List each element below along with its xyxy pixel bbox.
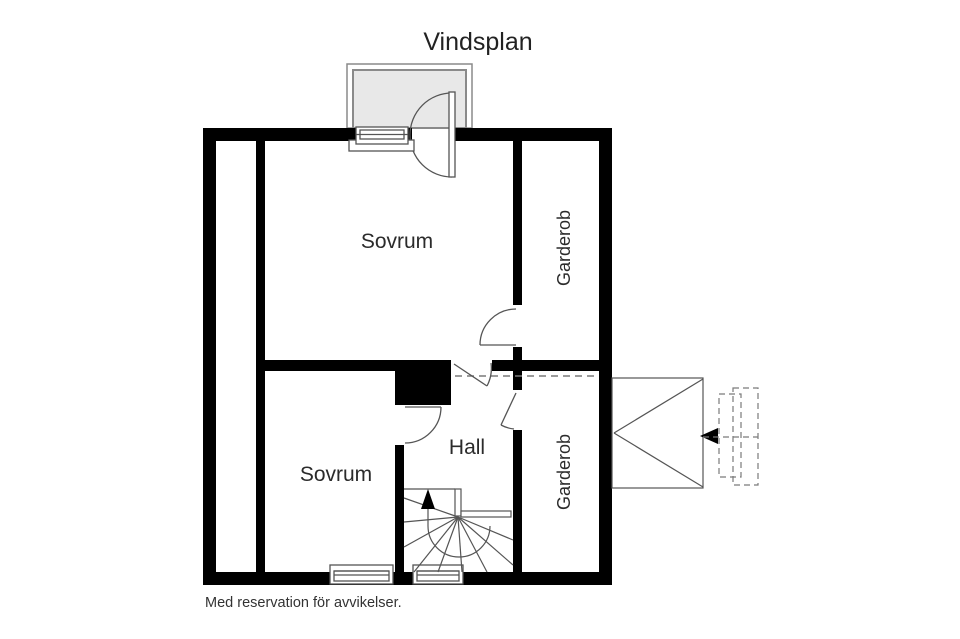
wall-left-strip [256,141,265,572]
wall-outer-left [203,128,216,585]
chimney-block [395,360,451,405]
stair-step [457,516,514,566]
wall-center-vertical-lower [513,430,522,572]
walls [203,128,612,585]
doors [404,91,517,444]
porch-roof-ridge-upper [613,378,704,434]
exterior-stairs-dashed [703,387,759,486]
wall-horizontal-left [265,360,396,371]
balcony-door-leaf [448,91,456,178]
door-lower-garderob-arc [500,424,515,430]
stair-walking-line [427,507,491,558]
door-lower-garderob-leaf [500,392,517,426]
room-label-hall: Hall [449,436,485,459]
stair-step [457,516,514,541]
stair-rail-horizontal [460,510,512,518]
stairs-direction-arrow-icon [421,489,435,509]
room-label-garderob-upper: Garderob [554,210,574,286]
stair-rail-vertical [454,488,462,517]
door-upper-garderob-arc [479,308,517,346]
windows [329,126,464,585]
exterior-stairs-outer [732,387,759,486]
room-label-sovrum-upper: Sovrum [361,230,433,253]
door-lower-sovrum-arc [404,406,442,444]
door-upper-sovrum-leaf [453,363,488,387]
wall-outer-right [599,128,612,585]
entrance-arrow-icon [700,428,718,444]
entrance-porch [611,377,759,489]
stair-step [403,516,459,523]
staircase [403,488,514,573]
porch-outline [611,377,704,489]
wall-top-right-segment [455,128,612,141]
window-bottom-left-inner [333,570,390,582]
stair-step [457,516,488,573]
exterior-stairs-inner [718,393,742,478]
stair-step [437,516,459,573]
stair-step [413,516,459,573]
disclaimer-text: Med reservation för avvikelser. [205,595,402,611]
wall-horizontal-right [492,360,599,371]
wall-hall-west [395,445,404,572]
balcony-door-swing-arc [409,92,453,178]
room-label-sovrum-lower: Sovrum [300,463,372,486]
balcony-inner-floor [352,69,467,129]
wall-center-vertical-upper [513,141,522,305]
wall-outer-bottom [203,572,612,585]
door-upper-sovrum-arc [486,362,493,387]
page-title: Vindsplan [423,28,532,56]
stair-step [403,516,459,548]
porch-roof-ridge-lower [613,432,704,488]
stair-step [457,516,463,573]
room-label-garderob-lower: Garderob [554,434,574,510]
window-top [355,126,409,145]
